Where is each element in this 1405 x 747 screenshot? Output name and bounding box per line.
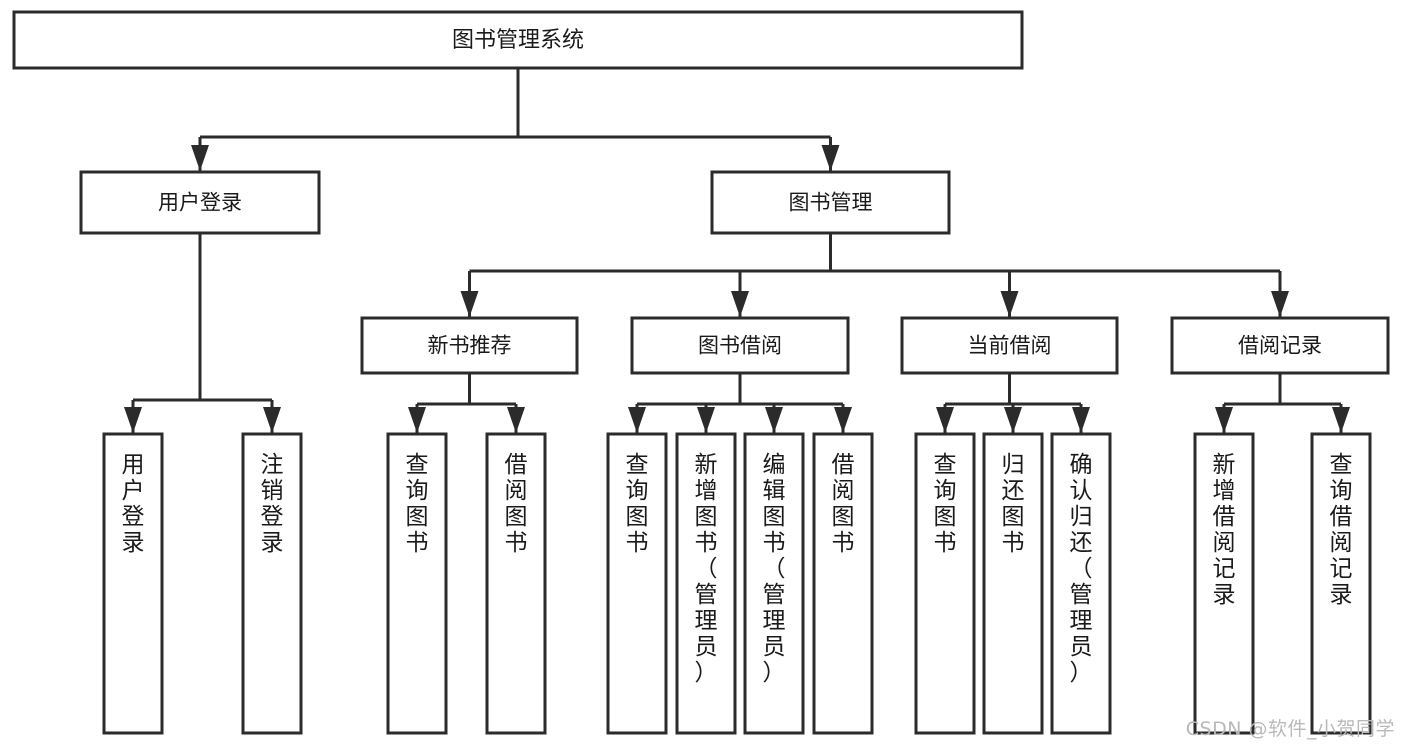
node-leaf-edit-book[interactable]: 编辑图书（管理员）: [743, 432, 805, 735]
node-label: 借阅图书: [832, 452, 855, 556]
node-leaf-borrow-book[interactable]: 借阅图书: [812, 432, 874, 735]
node-leaf-add-book[interactable]: 新增图书（管理员）: [675, 432, 737, 735]
arrow-head-icon: [628, 407, 646, 433]
node-leaf-borrow-book-rec[interactable]: 借阅图书: [485, 432, 547, 735]
node-box: [386, 432, 448, 735]
node-leaf-add-record[interactable]: 新增借阅记录: [1193, 432, 1255, 735]
node-box: [79, 170, 321, 235]
node-root[interactable]: 图书管理系统: [12, 10, 1024, 70]
node-box: [606, 432, 668, 735]
arrow-head-icon: [191, 145, 209, 171]
connector-layer: [124, 68, 1350, 433]
arrow-head-icon: [936, 407, 954, 433]
arrow-head-icon: [731, 291, 749, 317]
arrow-head-icon: [1000, 291, 1019, 317]
node-leaf-query-book-borrow[interactable]: 查询图书: [606, 432, 668, 735]
node-label: 新增图书（管理员）: [695, 452, 718, 686]
node-label: 借阅图书: [505, 452, 528, 556]
node-box: [485, 432, 547, 735]
node-label: 查询图书: [406, 452, 429, 556]
node-leaf-query-record[interactable]: 查询借阅记录: [1310, 432, 1372, 735]
node-box: [914, 432, 976, 735]
node-label: 图书借阅: [698, 334, 782, 358]
arrow-head-icon: [124, 407, 142, 433]
node-label: 查询图书: [626, 452, 649, 556]
node-label: 当前借阅: [968, 334, 1052, 358]
node-current-borrow[interactable]: 当前借阅: [900, 316, 1119, 375]
arrow-head-icon: [507, 407, 525, 433]
node-box: [360, 316, 579, 375]
node-new-book-recommend[interactable]: 新书推荐: [360, 316, 579, 375]
node-box: [900, 316, 1119, 375]
node-box: [1170, 316, 1390, 375]
arrow-head-icon: [1271, 291, 1289, 317]
node-box: [241, 432, 303, 735]
node-label: 编辑图书（管理员）: [763, 452, 786, 686]
node-leaf-return-book[interactable]: 归还图书: [982, 432, 1044, 735]
arrow-head-icon: [1332, 407, 1350, 433]
node-label: 新书推荐: [428, 334, 512, 358]
node-book-borrow[interactable]: 图书借阅: [630, 316, 850, 375]
node-leaf-user-login[interactable]: 用户登录: [102, 432, 164, 735]
arrow-head-icon: [1072, 407, 1090, 433]
arrow-head-icon: [1004, 407, 1022, 433]
node-label: 新增借阅记录: [1213, 452, 1236, 608]
arrow-head-icon: [834, 407, 852, 433]
node-box: [630, 316, 850, 375]
node-label: 确认归还（管理员）: [1070, 452, 1093, 686]
node-box: [1310, 432, 1372, 735]
node-layer: 图书管理系统用户登录图书管理新书推荐图书借阅当前借阅借阅记录用户登录注销登录查询…: [12, 10, 1390, 735]
node-leaf-user-logout[interactable]: 注销登录: [241, 432, 303, 735]
node-user-login[interactable]: 用户登录: [79, 170, 321, 235]
node-borrow-record[interactable]: 借阅记录: [1170, 316, 1390, 375]
node-box: [812, 432, 874, 735]
node-label: 借阅记录: [1238, 334, 1322, 358]
node-label: 查询图书: [934, 452, 957, 556]
node-box: [1193, 432, 1255, 735]
node-box: [1050, 432, 1112, 735]
node-leaf-confirm-return[interactable]: 确认归还（管理员）: [1050, 432, 1112, 735]
node-label: 图书管理系统: [452, 28, 584, 53]
node-box: [675, 432, 737, 735]
node-box: [982, 432, 1044, 735]
node-box: [710, 170, 951, 235]
node-label: 注销登录: [261, 452, 284, 556]
node-leaf-query-book-rec[interactable]: 查询图书: [386, 432, 448, 735]
node-label: 归还图书: [1002, 452, 1025, 556]
node-label: 图书管理: [789, 191, 873, 215]
node-box: [12, 10, 1024, 70]
arrow-head-icon: [765, 407, 783, 433]
node-label: 用户登录: [122, 452, 145, 556]
arrow-head-icon: [697, 407, 715, 433]
node-box: [102, 432, 164, 735]
arrow-head-icon: [263, 407, 281, 433]
node-leaf-query-book-current[interactable]: 查询图书: [914, 432, 976, 735]
arrow-head-icon: [821, 145, 840, 171]
arrow-head-icon: [460, 291, 479, 317]
arrow-head-icon: [408, 407, 426, 433]
node-box: [743, 432, 805, 735]
node-label: 用户登录: [158, 191, 242, 215]
node-book-manage[interactable]: 图书管理: [710, 170, 951, 235]
arrow-head-icon: [1215, 407, 1233, 433]
node-label: 查询借阅记录: [1330, 452, 1353, 608]
